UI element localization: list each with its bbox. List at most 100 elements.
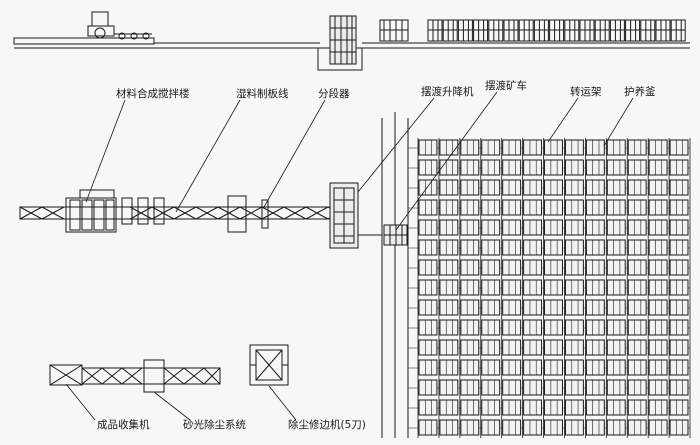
kiln-cell [627,179,647,196]
kiln-cell [564,159,584,176]
kiln-cell [669,179,689,196]
plan-view [19,91,691,438]
transfer-track [381,112,409,438]
kiln-cell [544,399,563,416]
kiln-cell [606,159,626,176]
kiln-cell [460,239,480,256]
sander-dust-unit [143,359,165,393]
kiln-cell [585,379,605,396]
kiln-cell [481,419,501,436]
label-ferry-car: 摆渡矿车 [485,79,527,92]
kiln-cell [585,139,605,156]
label-mixer: 材料合成搅拌楼 [116,87,190,100]
kiln-cell [502,419,522,436]
kiln-cell [418,239,438,256]
kiln-cell [502,299,522,316]
kiln-cell [481,259,501,276]
kiln-cell [460,399,480,416]
kiln-cell [648,179,668,196]
kiln-cell [627,219,647,236]
kiln-cell [439,279,459,296]
kiln-cell [627,419,647,436]
kiln-cell [669,139,689,156]
kiln-cell [460,199,480,216]
kiln-cell [418,319,438,336]
kiln-cell [439,299,459,316]
kiln-cell [502,259,522,276]
kiln-cell [627,299,647,316]
kiln-cell [669,239,689,256]
kiln-cell [606,279,626,296]
forming-station [227,195,247,233]
kiln-cell [669,159,689,176]
kiln-cell [460,359,480,376]
kiln-cell [627,379,647,396]
kiln-cell [606,139,626,156]
label-collector: 成品收集机 [97,418,150,431]
kiln-cell [481,219,501,236]
kiln-cell [585,299,605,316]
mixer-station [65,189,117,233]
kiln-cell [502,279,522,296]
kiln-cell [669,359,689,376]
forming-block-3 [153,197,165,225]
kiln-cell [648,139,668,156]
kiln-cell [627,359,647,376]
kiln-cell [648,359,668,376]
kiln-cell [502,219,522,236]
kiln-cell [544,299,563,316]
kiln-cell [544,199,563,216]
kiln-cell [418,359,438,376]
kiln-cell [544,159,563,176]
kiln-cell [606,319,626,336]
kiln-cell [544,139,563,156]
kiln-cell [523,339,543,356]
elevation-conveyor [13,37,155,45]
kiln-cell [481,299,501,316]
kiln-cell [544,379,563,396]
kiln-cell [648,259,668,276]
kiln-cell [669,219,689,236]
kiln-cell [606,299,626,316]
kiln-cell [481,279,501,296]
kiln-cell [627,239,647,256]
curing-kiln-grid [408,138,691,438]
kiln-cell [627,259,647,276]
kiln-cell [481,139,501,156]
ferry-car-unit [383,224,408,246]
kiln-cell [627,319,647,336]
kiln-cell [544,179,563,196]
kiln-cell [564,139,584,156]
kiln-cell [669,319,689,336]
kiln-cell [669,299,689,316]
kiln-cell [418,159,438,176]
kiln-cell [502,159,522,176]
kiln-cell [669,279,689,296]
kiln-cell [439,179,459,196]
kiln-cell [585,239,605,256]
labels: 材料合成搅拌楼 湿料制板线 分段器 摆渡升降机 摆渡矿车 转运架 护养釜 成品收… [97,79,656,431]
kiln-cell [481,179,501,196]
ferry-lift-unit [329,182,359,249]
segmenter-unit [261,199,269,229]
kiln-cell [460,179,480,196]
kiln-cell [481,239,501,256]
kiln-cell [606,199,626,216]
elevation-curing-carts [362,19,690,44]
kiln-cell [439,139,459,156]
forming-block-2 [137,197,149,225]
kiln-cell [460,379,480,396]
label-curing-kiln: 护养釜 [624,85,656,98]
kiln-cell [585,199,605,216]
kiln-cell [564,339,584,356]
kiln-cell [564,359,584,376]
kiln-cell [585,219,605,236]
kiln-cell [669,419,689,436]
kiln-cell [523,419,543,436]
kiln-cell [627,279,647,296]
kiln-cell [481,399,501,416]
label-sander-dust: 砂光除尘系统 [183,418,246,431]
kiln-cell [418,179,438,196]
